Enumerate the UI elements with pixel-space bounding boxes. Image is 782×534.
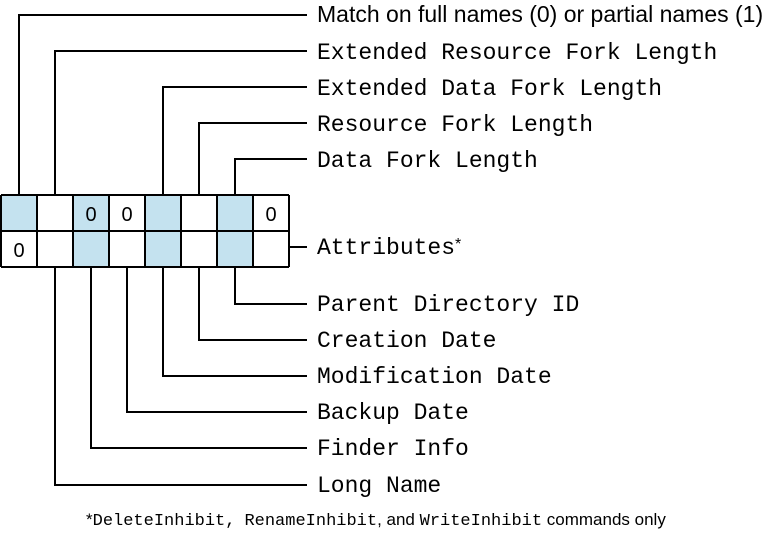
bit-cell-value: 0	[265, 204, 276, 226]
bit-cell	[217, 231, 253, 267]
footnote-asterisk: *	[86, 510, 93, 529]
leader-finder-info	[90, 267, 307, 449]
bit-cell	[181, 231, 217, 267]
bit-cell	[145, 195, 181, 231]
footnote-and: , and	[377, 510, 420, 529]
leader-data-fork-length	[234, 158, 307, 195]
bit-cell	[1, 231, 37, 267]
bit-cell	[109, 231, 145, 267]
bit-cell	[253, 231, 289, 267]
footnote-commands-only: commands only	[542, 510, 666, 529]
bit-cell	[217, 195, 253, 231]
label-parent-directory-id: Parent Directory ID	[317, 292, 579, 318]
bit-cell-value: 0	[121, 204, 132, 226]
bit-cell	[37, 195, 73, 231]
bit-grid: 0 0 0 0	[0, 194, 290, 268]
label-finder-info: Finder Info	[317, 436, 469, 462]
leader-ext-resource-fork-length	[54, 50, 307, 195]
leader-lines	[18, 14, 307, 486]
label-attributes: Attributes*	[317, 235, 461, 261]
label-creation-date: Creation Date	[317, 328, 496, 354]
leader-creation-date	[198, 267, 307, 341]
bit-cell	[1, 195, 37, 231]
label-long-name: Long Name	[317, 473, 441, 499]
leader-ext-data-fork-length	[162, 86, 307, 195]
label-match-names: Match on full names (0) or partial names…	[317, 1, 763, 27]
field-labels: Match on full names (0) or partial names…	[317, 1, 763, 499]
bit-cell-value: 0	[13, 240, 24, 262]
footnote-write-inhibit: WriteInhibit	[420, 512, 542, 531]
leader-long-name	[54, 267, 307, 486]
footnote-rename-inhibit: RenameInhibit	[244, 512, 377, 531]
leader-modification-date	[162, 267, 307, 377]
bit-cell	[37, 231, 73, 267]
bit-cell	[181, 195, 217, 231]
label-ext-resource-fork-length: Extended Resource Fork Length	[317, 40, 717, 66]
bit-cell	[145, 231, 181, 267]
bit-cell-value: 0	[85, 204, 96, 226]
leader-match-names	[18, 14, 307, 195]
label-resource-fork-length: Resource Fork Length	[317, 112, 593, 138]
label-modification-date: Modification Date	[317, 364, 552, 390]
bit-cell	[109, 195, 145, 231]
label-data-fork-length: Data Fork Length	[317, 148, 538, 174]
footnote-delete-inhibit: DeleteInhibit,	[93, 512, 236, 531]
bit-cell	[73, 195, 109, 231]
bit-cell	[253, 195, 289, 231]
label-ext-data-fork-length: Extended Data Fork Length	[317, 76, 662, 102]
leader-parent-directory-id	[234, 267, 307, 305]
bit-cell	[73, 231, 109, 267]
leader-resource-fork-length	[198, 122, 307, 195]
attributes-text: Attributes	[317, 235, 455, 261]
label-backup-date: Backup Date	[317, 400, 469, 426]
footnote: *DeleteInhibit, RenameInhibit, and WriteI…	[86, 510, 666, 531]
attributes-asterisk: *	[455, 236, 461, 253]
leader-backup-date	[126, 267, 307, 413]
